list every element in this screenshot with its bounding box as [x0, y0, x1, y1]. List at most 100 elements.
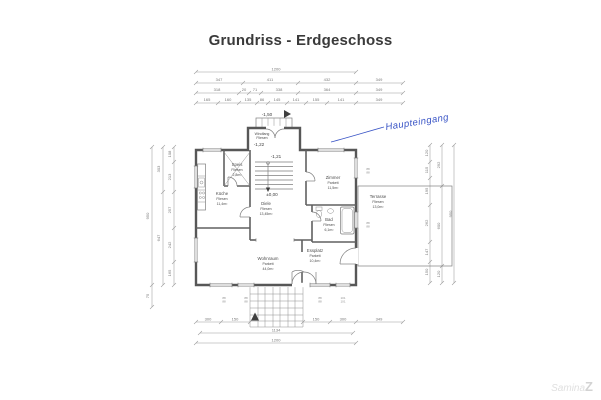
- sill-mark: 88: [366, 167, 370, 171]
- dim-label: 195: [424, 187, 429, 194]
- room-floor-diele: Fliesen: [260, 207, 271, 211]
- room-floor-terrasse: Fliesen: [372, 200, 383, 204]
- room-label-terrasse: Terrasse: [370, 194, 387, 199]
- staircase: [255, 161, 293, 192]
- dim-top-row1: [193, 69, 359, 75]
- sill-mark: 88: [366, 171, 370, 175]
- dim-top-row2: [193, 80, 406, 86]
- dim-label: 950: [448, 210, 453, 217]
- dim-label: 349: [376, 97, 383, 102]
- level-entry: -1,22: [254, 142, 265, 147]
- dim-bottom-row1-left: [193, 319, 253, 325]
- room-label-speis: Speis: [232, 162, 243, 167]
- level-ground: ±0,00: [266, 192, 278, 197]
- dim-label: 338: [276, 87, 283, 92]
- dim-label: 150: [232, 317, 239, 322]
- dim-label: 1200: [272, 67, 282, 72]
- dim-label: 1200: [272, 338, 282, 343]
- dim-label: 347: [216, 77, 223, 82]
- room-label-essplatz: Essplatz: [307, 248, 323, 253]
- dim-bottom-row2: [197, 330, 356, 336]
- room-label-zimmer: Zimmer: [326, 175, 341, 180]
- room-floor-kueche: Fliesen: [216, 197, 227, 201]
- dim-right-col1: [427, 142, 433, 286]
- sill-mark: 101: [340, 296, 345, 300]
- sill-mark: 88: [366, 221, 370, 225]
- room-area-bad: 6,1m²: [325, 228, 335, 232]
- annotation-leader-line: [330, 126, 385, 143]
- patio-steps-grid: [249, 287, 304, 328]
- room-label-kueche: Küche: [216, 191, 229, 196]
- room-floor-bad: Fliesen: [323, 223, 334, 227]
- dim-label: 300: [205, 317, 212, 322]
- window-icon: [237, 282, 255, 288]
- dim-label: 120: [436, 270, 441, 277]
- dim-label: 300: [340, 317, 347, 322]
- room-label-wohnraum: Wohnraum: [258, 256, 279, 261]
- level-windfang: -1,21: [271, 154, 282, 159]
- dim-label: 141: [293, 97, 300, 102]
- room-area-zimmer: 11,5m²: [328, 186, 339, 190]
- window-icon: [209, 282, 233, 288]
- dim-label: 262: [424, 219, 429, 226]
- dim-label: 349: [376, 317, 383, 322]
- dim-label: 349: [376, 87, 383, 92]
- room-label-bad: Bad: [325, 217, 333, 222]
- bathroom-fixtures-icon: [315, 206, 355, 235]
- room-area-kueche: 11,4m²: [217, 202, 228, 206]
- dim-label: 20: [242, 87, 247, 92]
- sill-mark: 88: [222, 296, 226, 300]
- room-area-diele: 13,45m²: [260, 212, 274, 216]
- door-swings: [227, 128, 357, 285]
- dim-label: 432: [324, 77, 331, 82]
- dim-label: 647: [156, 234, 161, 241]
- room-area-terrasse: 13,0m²: [373, 205, 385, 209]
- window-icon: [193, 237, 199, 263]
- room-label-diele: Diele: [261, 201, 271, 206]
- room-area-speis: 2,8m²: [233, 173, 243, 177]
- room-floor-speis: Fliesen: [231, 168, 242, 172]
- sill-mark: 88: [318, 296, 322, 300]
- dim-left-col3: [171, 144, 177, 288]
- dim-label: 86: [260, 97, 265, 102]
- dim-label: 292: [436, 161, 441, 168]
- room-floor-zimmer: Parkett: [327, 181, 338, 185]
- dim-label: 257: [167, 206, 172, 213]
- dim-left-col1: [149, 144, 155, 310]
- annotation-haupteingang: Haupteingang: [385, 112, 450, 133]
- dim-label: 242: [167, 241, 172, 248]
- room-floor-wohnraum: Parkett: [262, 262, 273, 266]
- dim-label: 1134: [272, 328, 281, 333]
- level-stoop: -1,50: [262, 112, 273, 117]
- page-title: Grundriss - Erdgeschoss: [208, 32, 393, 49]
- section-marker-top: [284, 110, 291, 118]
- dim-label: 600: [436, 222, 441, 229]
- dim-bottom-row1-right: [300, 319, 406, 325]
- speis-cross-marking: [223, 151, 251, 187]
- room-label-windfang: Windfang: [255, 132, 270, 136]
- sill-mark: 88: [366, 225, 370, 229]
- dim-label: 115: [424, 166, 429, 173]
- dim-label: 150: [424, 268, 429, 275]
- dim-label: 165: [204, 97, 211, 102]
- dim-label: 364: [324, 87, 331, 92]
- window-icon: [353, 211, 359, 229]
- dim-bottom-row3: [193, 340, 359, 346]
- window-icon: [335, 282, 351, 288]
- dim-label: 145: [274, 97, 281, 102]
- dim-label: 160: [225, 97, 232, 102]
- dim-label: 303: [156, 165, 161, 172]
- dim-top-row4: [193, 100, 406, 106]
- room-floor-windfang: Fliesen: [256, 136, 267, 140]
- dim-label: 213: [167, 173, 172, 180]
- dim-label: 349: [376, 77, 383, 82]
- dim-label: 950: [145, 212, 150, 219]
- watermark: SaminaZ: [551, 379, 593, 394]
- window-icon: [317, 147, 345, 153]
- window-icon: [202, 147, 222, 153]
- sill-mark: 88: [222, 300, 226, 304]
- dim-label: 147: [424, 248, 429, 255]
- dim-right-col3: [451, 142, 457, 286]
